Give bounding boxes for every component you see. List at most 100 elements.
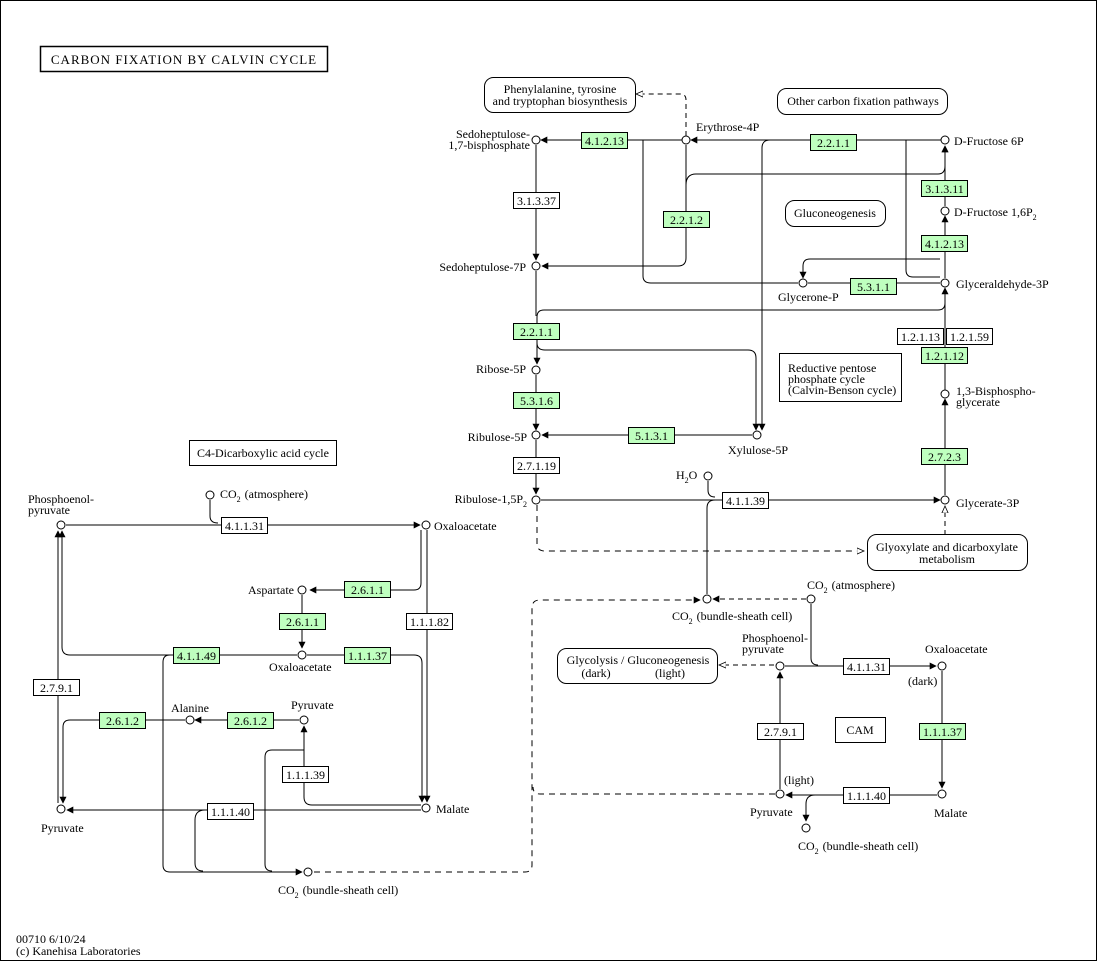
node-h2o[interactable] xyxy=(703,471,713,481)
node-ribulose5p[interactable] xyxy=(531,430,541,440)
enzyme-2-7-9-1-c4[interactable]: 2.7.9.1 xyxy=(33,679,80,696)
pathway-box-glyoxylate[interactable]: Glyoxylate and dicarboxylate metabolism xyxy=(867,534,1028,571)
node-glyceraldehyde3p[interactable] xyxy=(940,278,950,288)
enzyme-5-3-1-6[interactable]: 5.3.1.6 xyxy=(513,392,560,409)
svg-text:(dark): (dark) xyxy=(581,666,610,680)
enzyme-2-2-1-1-mid[interactable]: 2.2.1.1 xyxy=(513,323,560,340)
pathway-box-gluconeogenesis[interactable]: Gluconeogenesis xyxy=(785,200,886,227)
node-sedoheptulose17bp[interactable] xyxy=(531,135,541,145)
label-sedoheptulose17bp-2: 1,7-bisphosphate xyxy=(448,138,530,152)
node-c4-pyruvate-mid[interactable] xyxy=(299,715,309,725)
enzyme-5-3-1-1[interactable]: 5.3.1.1 xyxy=(850,278,897,295)
enzyme-3-1-3-37[interactable]: 3.1.3.37 xyxy=(513,192,560,209)
enzyme-1-1-1-82[interactable]: 1.1.1.82 xyxy=(406,613,453,630)
enzyme-2-7-2-3[interactable]: 2.7.2.3 xyxy=(921,448,968,465)
enzyme-1-1-1-40-c4[interactable]: 1.1.1.40 xyxy=(207,803,254,820)
node-bisphosphoglycerate[interactable] xyxy=(940,389,950,399)
label-c4-oxaloacetate-mid: Oxaloacetate xyxy=(269,660,332,674)
enzyme-1-2-1-12[interactable]: 1.2.1.12 xyxy=(921,347,968,364)
node-ribulose15p2[interactable] xyxy=(531,495,541,505)
svg-text:Other carbon fixation pathways: Other carbon fixation pathways xyxy=(787,94,939,108)
footer-copyright: (c) Kanehisa Laboratories xyxy=(16,944,141,958)
node-cam-malate[interactable] xyxy=(937,789,947,799)
enzyme-1-2-1-13[interactable]: 1.2.1.13 xyxy=(897,328,944,345)
enzyme-2-2-1-2[interactable]: 2.2.1.2 xyxy=(663,211,710,228)
enzyme-4-1-2-13-top[interactable]: 4.1.2.13 xyxy=(581,132,628,149)
svg-text:1.1.1.37: 1.1.1.37 xyxy=(348,649,387,663)
label-bisphosphoglycerate-1: 1,3-Bisphospho- xyxy=(956,384,1036,398)
node-cam-co2-bundle[interactable] xyxy=(801,823,811,833)
label-c4-pyruvate-mid: Pyruvate xyxy=(291,698,334,712)
label-ribulose5p: Ribulose-5P xyxy=(468,430,528,444)
enzyme-2-6-1-2-b[interactable]: 2.6.1.2 xyxy=(227,712,274,729)
enzyme-1-1-1-37-c4[interactable]: 1.1.1.37 xyxy=(344,647,391,664)
node-d-fructose6p[interactable] xyxy=(940,135,950,145)
enzyme-2-7-1-19[interactable]: 2.7.1.19 xyxy=(513,457,560,474)
node-co2-bundle-center[interactable] xyxy=(702,594,712,604)
pathway-box-glycolysis[interactable]: Glycolysis / Gluconeogenesis (dark) (lig… xyxy=(557,648,718,684)
node-glycerate3p[interactable] xyxy=(940,495,950,505)
enzyme-1-1-1-37-cam[interactable]: 1.1.1.37 xyxy=(919,723,966,740)
node-c4-oxaloacetate-mid[interactable] xyxy=(297,650,307,660)
enzyme-4-1-2-13-right[interactable]: 4.1.2.13 xyxy=(921,235,968,252)
svg-text:2.6.1.1: 2.6.1.1 xyxy=(286,615,319,629)
svg-text:2.7.2.3: 2.7.2.3 xyxy=(928,450,961,464)
enzyme-2-6-1-1-a[interactable]: 2.6.1.1 xyxy=(344,581,391,598)
svg-text:4.1.1.31: 4.1.1.31 xyxy=(225,519,264,533)
node-c4-oxaloacetate-top[interactable] xyxy=(421,520,431,530)
label-c4-malate: Malate xyxy=(436,802,469,816)
enzyme-5-1-3-1[interactable]: 5.1.3.1 xyxy=(628,427,675,444)
svg-text:1.1.1.82: 1.1.1.82 xyxy=(410,615,449,629)
label-c4-co2-bundle: CO2(bundle-sheath cell) xyxy=(278,883,398,900)
svg-text:Glycolysis / Gluconeogenesis: Glycolysis / Gluconeogenesis xyxy=(567,653,710,667)
svg-text:2.6.1.2: 2.6.1.2 xyxy=(234,714,267,728)
svg-text:2.7.1.19: 2.7.1.19 xyxy=(517,459,556,473)
enzyme-1-1-1-40-cam[interactable]: 1.1.1.40 xyxy=(843,787,890,804)
enzyme-1-2-1-59[interactable]: 1.2.1.59 xyxy=(946,328,993,345)
node-ribose5p[interactable] xyxy=(531,365,541,375)
enzyme-2-7-9-1-cam[interactable]: 2.7.9.1 xyxy=(757,723,804,740)
node-c4-pyruvate-left[interactable] xyxy=(56,804,66,814)
label-c4-co2-atm: CO2(atmosphere) xyxy=(220,487,308,504)
node-erythrose4p[interactable] xyxy=(681,135,691,145)
enzyme-2-2-1-1-top[interactable]: 2.2.1.1 xyxy=(810,134,857,151)
node-xylulose5p[interactable] xyxy=(752,430,762,440)
enzyme-4-1-1-49[interactable]: 4.1.1.49 xyxy=(173,647,220,664)
node-c4-alanine[interactable] xyxy=(185,715,195,725)
label-cam-pep-1: Phosphoenol- xyxy=(742,631,808,645)
node-c4-co2-atm[interactable] xyxy=(205,490,215,500)
svg-text:4.1.2.13: 4.1.2.13 xyxy=(925,237,964,251)
enzyme-1-1-1-39[interactable]: 1.1.1.39 xyxy=(282,766,329,783)
svg-text:2.6.1.1: 2.6.1.1 xyxy=(351,583,384,597)
label-bisphosphoglycerate-2: glycerate xyxy=(956,395,1000,409)
svg-text:Phenylalanine, tyrosine: Phenylalanine, tyrosine xyxy=(504,82,617,96)
enzyme-2-6-1-1-b[interactable]: 2.6.1.1 xyxy=(279,613,326,630)
label-cam-oxaloacetate: Oxaloacetate xyxy=(925,642,988,656)
node-sedoheptulose7p[interactable] xyxy=(531,261,541,271)
enzyme-4-1-1-31-cam[interactable]: 4.1.1.31 xyxy=(843,658,890,675)
footer-id: 00710 6/10/24 xyxy=(16,932,86,946)
svg-text:Glyoxylate and dicarboxylate: Glyoxylate and dicarboxylate xyxy=(876,540,1018,554)
node-cam-co2-atm[interactable] xyxy=(806,594,816,604)
node-c4-co2-bundle[interactable] xyxy=(303,867,313,877)
node-c4-pep[interactable] xyxy=(56,520,66,530)
node-cam-pyruvate[interactable] xyxy=(775,789,785,799)
pathway-box-other-carbon-fixation[interactable]: Other carbon fixation pathways xyxy=(777,88,948,115)
svg-text:4.1.1.49: 4.1.1.49 xyxy=(177,649,216,663)
node-cam-oxaloacetate[interactable] xyxy=(937,661,947,671)
pathway-box-phe-tyr-trp[interactable]: Phenylalanine, tyrosine and tryptophan b… xyxy=(484,77,636,113)
svg-text:1.2.1.12: 1.2.1.12 xyxy=(925,349,964,363)
enzyme-3-1-3-11[interactable]: 3.1.3.11 xyxy=(921,180,968,197)
svg-text:Gluconeogenesis: Gluconeogenesis xyxy=(794,206,876,220)
node-cam-pep[interactable] xyxy=(775,661,785,671)
node-d-fructose16p2[interactable] xyxy=(940,206,950,216)
svg-text:5.3.1.1: 5.3.1.1 xyxy=(857,280,890,294)
label-sedoheptulose17bp-1: Sedoheptulose- xyxy=(456,127,530,141)
node-c4-aspartate[interactable] xyxy=(297,585,307,595)
node-glycerone-p[interactable] xyxy=(798,278,808,288)
enzyme-4-1-1-31-c4[interactable]: 4.1.1.31 xyxy=(221,517,268,534)
enzyme-4-1-1-39[interactable]: 4.1.1.39 xyxy=(722,492,769,509)
node-c4-malate[interactable] xyxy=(421,803,431,813)
enzyme-2-6-1-2-a[interactable]: 2.6.1.2 xyxy=(99,712,146,729)
